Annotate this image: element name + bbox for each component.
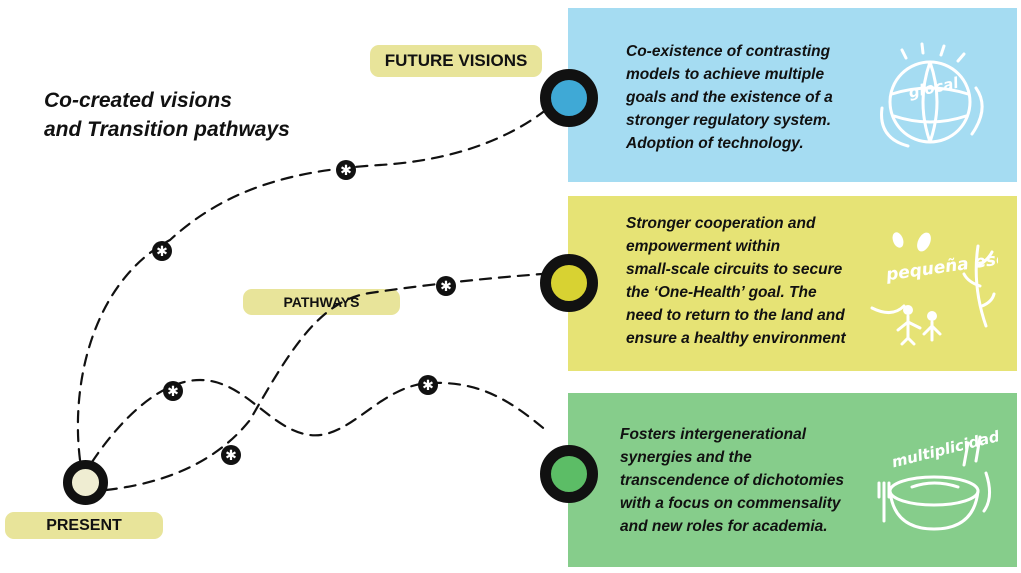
diagram-title: Co-created visions and Transition pathwa… xyxy=(44,86,344,144)
pequena-escala-icon: pequeña escala xyxy=(870,232,998,346)
asterisk-marker: ✱ xyxy=(221,445,241,465)
vision-3-line: with a focus on commensality xyxy=(620,495,841,512)
vision-1-line: Adoption of technology. xyxy=(626,135,804,152)
title-line-1: Co-created visions xyxy=(44,89,232,112)
pathway-line-2 xyxy=(104,272,544,492)
glocal-globe-icon: glocal xyxy=(880,42,984,148)
svg-text:✱: ✱ xyxy=(340,163,352,179)
vision-2-line: empowerment within xyxy=(626,238,781,255)
title-line-2: and Transition pathways xyxy=(44,118,290,141)
vision-1-line: stronger regulatory system. xyxy=(626,112,832,129)
asterisk-marker: ✱ xyxy=(436,276,456,296)
vision-2-line: Stronger cooperation and xyxy=(626,215,816,232)
vision-2-line: small-scale circuits to secure xyxy=(626,261,843,278)
vision-1-text: Co-existence of contrasting models to ac… xyxy=(626,40,886,155)
svg-text:✱: ✱ xyxy=(422,378,434,394)
future-node-3 xyxy=(540,445,598,503)
vision-panel-3: Fosters intergenerational synergies and … xyxy=(568,393,1017,567)
vision-2-text: Stronger cooperation and empowerment wit… xyxy=(626,212,886,350)
vision-3-line: synergies and the xyxy=(620,449,752,466)
vision-1-line: models to achieve multiple xyxy=(626,66,825,83)
pathway-line-1 xyxy=(76,96,562,462)
vision-3-line: Fosters intergenerational xyxy=(620,426,807,443)
future-node-1 xyxy=(540,69,598,127)
future-node-2 xyxy=(540,254,598,312)
asterisk-marker: ✱ xyxy=(152,241,172,261)
present-node xyxy=(63,460,108,505)
vision-3-text: Fosters intergenerational synergies and … xyxy=(620,423,880,538)
vision-2-line: ensure a healthy environment xyxy=(626,330,846,347)
vision-panel-2: Stronger cooperation and empowerment wit… xyxy=(568,196,1017,371)
svg-text:✱: ✱ xyxy=(167,384,179,400)
multiplicidad-bowl-icon: multiplicidad xyxy=(877,427,998,531)
asterisk-marker: ✱ xyxy=(418,375,438,395)
vision-3-line: and new roles for academia. xyxy=(620,518,828,535)
svg-text:✱: ✱ xyxy=(156,244,168,260)
svg-text:✱: ✱ xyxy=(225,448,237,464)
vision-1-line: goals and the existence of a xyxy=(626,89,833,106)
vision-1-line: Co-existence of contrasting xyxy=(626,43,831,60)
asterisk-marker: ✱ xyxy=(336,160,356,180)
future-visions-label: FUTURE VISIONS xyxy=(370,45,542,77)
pathway-markers: ✱ ✱ ✱ ✱ ✱ ✱ xyxy=(152,160,456,465)
asterisk-marker: ✱ xyxy=(163,381,183,401)
vision-2-line: the ‘One-Health’ goal. The xyxy=(626,284,817,301)
present-label: PRESENT xyxy=(5,512,163,539)
vision-panel-1: Co-existence of contrasting models to ac… xyxy=(568,8,1017,182)
svg-text:✱: ✱ xyxy=(440,279,452,295)
vision-2-line: need to return to the land and xyxy=(626,307,845,324)
vision-3-line: transcendence of dichotomies xyxy=(620,472,844,489)
pathway-line-3 xyxy=(90,378,550,464)
